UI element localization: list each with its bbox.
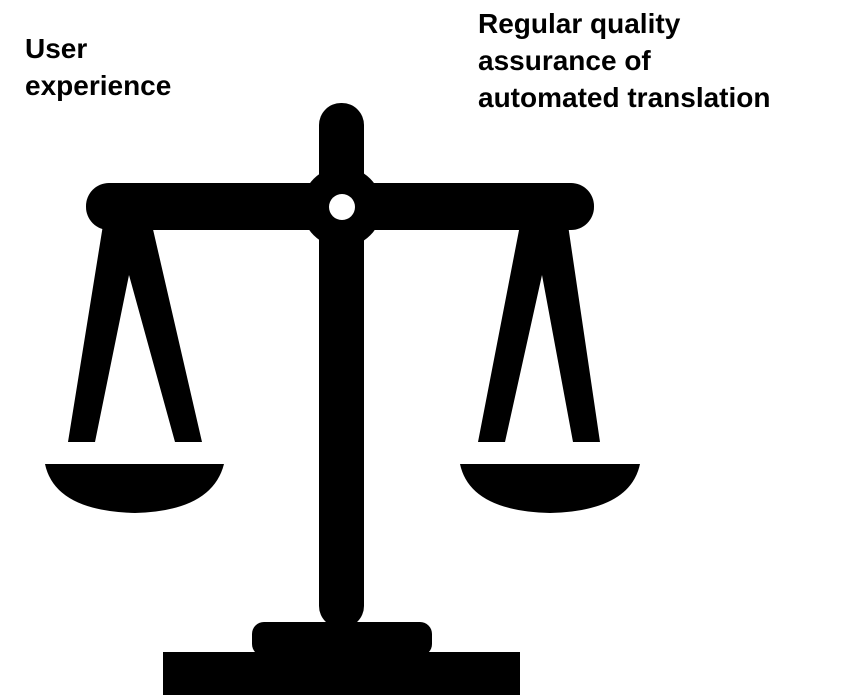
label-right-line-2: assurance of <box>478 45 651 76</box>
scale-base <box>163 652 520 695</box>
label-left-line-1: User <box>25 33 88 64</box>
scale-hub-hole <box>329 194 355 220</box>
left-pan <box>45 464 224 513</box>
scale-base-top <box>252 622 432 656</box>
right-hanger <box>478 225 600 442</box>
left-hanger <box>68 225 202 442</box>
label-user-experience: User experience <box>25 30 171 104</box>
right-pan <box>460 464 640 513</box>
label-quality-assurance: Regular quality assurance of automated t… <box>478 5 770 116</box>
label-left-line-2: experience <box>25 70 172 101</box>
label-right-line-3: automated translation <box>478 82 771 113</box>
label-right-line-1: Regular quality <box>478 8 681 39</box>
